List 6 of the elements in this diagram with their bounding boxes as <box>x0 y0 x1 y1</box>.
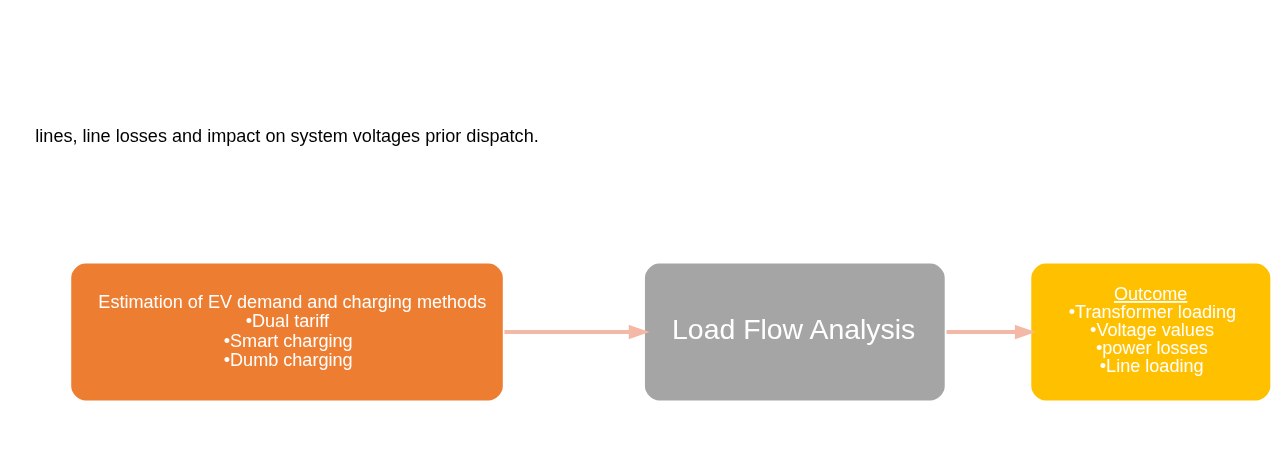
node-box: Outcome •Transformer loading •Voltage values •power losses •Line loading <box>1028 260 1273 403</box>
node-box: Estimation of EV demand and charging methods •Dual tariff •Smart charging •Dumb charging <box>68 260 506 403</box>
node-box: Load Flow Analysis <box>642 260 948 403</box>
label: lines, line losses and impact on system voltages prior dispatch. <box>35 125 539 146</box>
arrow <box>504 324 650 339</box>
arrow <box>946 324 1036 339</box>
